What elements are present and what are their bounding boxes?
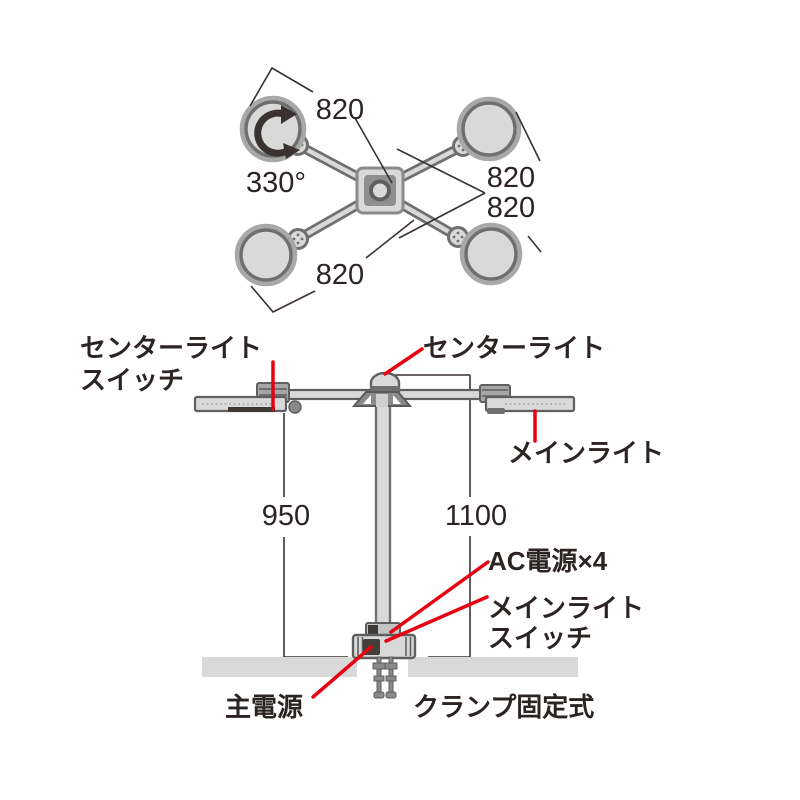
dim-rotation: 330° [246,167,306,199]
lamp-head-bottom-right [459,222,523,286]
dim-height-1100: 1100 [445,500,507,532]
center-hub [355,166,405,215]
leader-ac-power [389,560,490,634]
dim-arm-right-2: 820 [487,192,535,224]
rotation-arrow-icon [254,105,300,159]
label-main-light-switch-line1: メインライト [488,593,644,623]
pole-top-bracket [351,391,413,407]
leader-main-power [311,645,373,699]
dim-arm-bottom: 820 [316,259,364,291]
label-clamp-type: クランプ固定式 [413,692,594,722]
lamp-heads-top [234,95,523,287]
right-lamp-head [484,395,576,414]
desk-surface [202,657,578,677]
dim-arm-right-1: 820 [487,162,535,194]
dim-height-950: 950 [262,500,310,532]
left-lamp-head [193,395,302,414]
side-view: 950 1100 センターライト スイッチ センターライト メインライト AC電… [80,333,664,722]
label-center-light-switch-line2: スイッチ [80,365,184,395]
clamp-base [351,622,417,660]
dim-arm-top: 820 [316,94,364,126]
red-leaders [271,347,537,699]
label-ac-power: AC電源×4 [488,546,608,576]
clamp-screws [372,656,398,699]
leader-center-light [383,347,424,376]
label-center-light: センターライト [423,333,605,363]
lamp-head-top-right [456,96,522,162]
label-main-light-switch-line2: スイッチ [488,623,592,653]
lamp-head-bottom-left [234,223,298,287]
label-center-light-switch-line1: センターライト [80,333,262,363]
label-main-power: 主電源 [225,692,303,722]
leader-main-light-switch [384,595,489,643]
dimension-leaders-top [249,66,542,313]
top-view: 820 820 820 820 330° [234,66,542,313]
label-main-light: メインライト [508,438,664,468]
pole [374,397,392,627]
